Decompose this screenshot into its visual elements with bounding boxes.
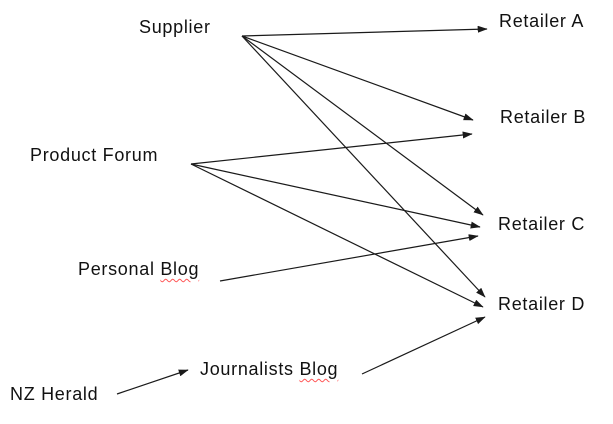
node-nz-herald: NZ Herald (10, 384, 99, 404)
edge-journalists-blog-to-retailer-d (361, 316, 486, 375)
node-journalists-blog-flagged-word: Blog (299, 359, 339, 379)
node-personal-blog-flagged-word: Blog (160, 259, 200, 279)
node-supplier: Supplier (139, 17, 211, 37)
edge-supplier-to-retailer-c (241, 35, 484, 216)
node-product-forum: Product Forum (30, 145, 159, 165)
node-retailer-d: Retailer D (498, 294, 586, 314)
node-personal-blog: Personal Blog (78, 258, 199, 280)
edge-personal-blog-to-retailer-c (219, 234, 479, 282)
edge-product-forum-to-retailer-d (190, 163, 484, 308)
edge-supplier-to-retailer-a (241, 25, 488, 37)
edge-supplier-to-retailer-b (241, 35, 474, 121)
edge-product-forum-to-retailer-b (190, 131, 473, 165)
node-retailer-c: Retailer C (498, 214, 586, 234)
edge-product-forum-to-retailer-c (190, 163, 481, 229)
node-journalists-blog-text: Journalists (200, 359, 300, 379)
edge-supplier-to-retailer-d (241, 35, 486, 298)
node-personal-blog-text: Personal (78, 259, 161, 279)
edge-nz-herald-to-journalists-blog (116, 369, 189, 395)
node-retailer-a: Retailer A (499, 11, 585, 31)
node-retailer-b: Retailer B (500, 107, 587, 127)
node-journalists-blog: Journalists Blog (200, 358, 338, 380)
